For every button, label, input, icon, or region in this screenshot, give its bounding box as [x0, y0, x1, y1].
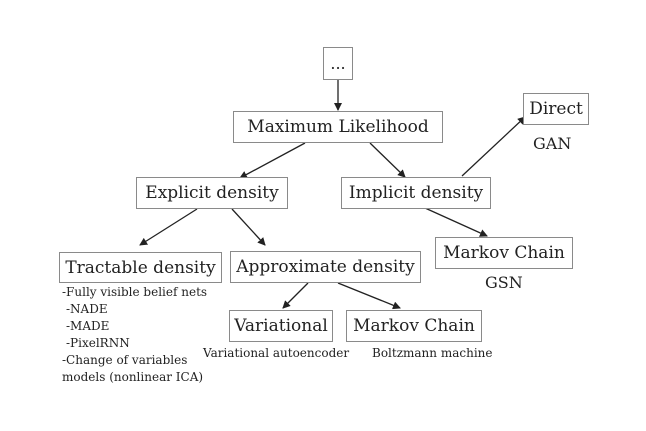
edge-implicit-direct: [461, 116, 526, 177]
boltzmann-machine-label: Boltzmann machine: [372, 346, 493, 360]
root-node: ...: [323, 47, 353, 80]
edge-explicit-approximate: [231, 208, 266, 246]
edge-explicit-tractable: [139, 208, 198, 246]
markov-chain-gsn-node: Markov Chain: [435, 237, 573, 269]
tractable-example-item: -Change of variables: [62, 353, 188, 367]
gan-label: GAN: [533, 134, 572, 153]
tractable-example-item: -NADE: [66, 302, 108, 316]
tractable-example-item: models (nonlinear ICA): [62, 370, 204, 384]
tractable-example-item: -PixelRNN: [66, 336, 130, 350]
tractable-example-item: -Fully visible belief nets: [62, 285, 208, 299]
direct-node: Direct: [523, 93, 589, 125]
tractable-example-item: -MADE: [66, 319, 110, 333]
variational-node: Variational: [229, 310, 333, 342]
edge-approximate-variational: [282, 282, 309, 309]
tractable-examples-list: -Fully visible belief nets -NADE -MADE -…: [62, 284, 207, 386]
edge-maxlikelihood-explicit: [239, 142, 306, 179]
implicit-density-node: Implicit density: [341, 177, 491, 209]
tractable-density-node: Tractable density: [59, 252, 222, 283]
variational-autoencoder-label: Variational autoencoder: [203, 346, 350, 360]
markov-chain-boltzmann-node: Markov Chain: [346, 310, 482, 342]
edge-approximate-markov: [337, 282, 401, 310]
edge-implicit-markov: [424, 207, 488, 237]
approximate-density-node: Approximate density: [230, 251, 421, 283]
edge-maxlikelihood-implicit: [369, 142, 406, 178]
maximum-likelihood-node: Maximum Likelihood: [233, 111, 443, 143]
explicit-density-node: Explicit density: [136, 177, 288, 209]
gsn-label: GSN: [485, 273, 523, 292]
